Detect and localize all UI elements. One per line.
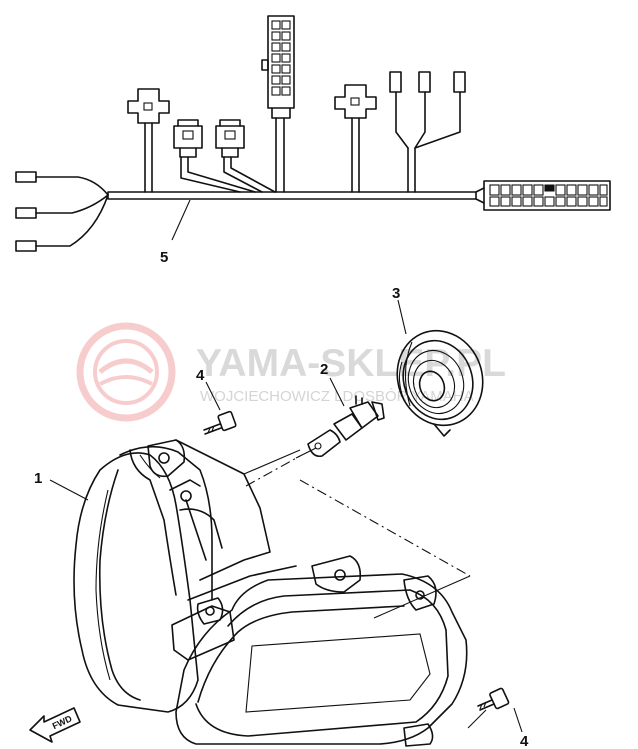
right-upper-bracket [311, 555, 362, 593]
left-leads [15, 171, 109, 252]
callout-3: 3 [392, 285, 400, 302]
watermark: YAMA-SKLEP.PL WOJCIECHOWICZ LDOSBÓR YAMA… [76, 322, 506, 422]
fwd-label: FWD [51, 713, 74, 731]
wire-harness [15, 15, 611, 252]
callout-4-bottom: 4 [520, 733, 529, 749]
callout-3-leader [397, 299, 407, 335]
callout-1-leader [49, 479, 89, 501]
branch-connector-d [334, 84, 377, 193]
callout-2-leader [329, 377, 345, 407]
dust-cover [396, 329, 484, 437]
screw-top [203, 410, 237, 435]
callout-4-top: 4 [196, 367, 205, 384]
center-body [175, 439, 271, 581]
callout-5-leader [171, 199, 191, 241]
branch-connector-fan [389, 71, 466, 193]
callout-1: 1 [34, 470, 42, 487]
branch-connector-b [173, 119, 256, 193]
fwd-arrow-icon: FWD [29, 707, 81, 743]
watermark-logo-icon [76, 322, 176, 422]
screw-bottom-leader [467, 709, 487, 729]
callout-2: 2 [320, 361, 328, 378]
callout-5: 5 [160, 249, 168, 266]
headlight-bulb [295, 395, 385, 459]
branch-connector-c [215, 119, 276, 193]
callout-4a-leader [205, 381, 221, 411]
branch-connector-tall [261, 15, 295, 193]
screw-bottom [477, 687, 510, 711]
watermark-title: YAMA-SKLEP.PL [196, 342, 506, 385]
harness-trunk [107, 191, 477, 200]
main-connector [475, 180, 611, 211]
branch-connector-a [127, 88, 170, 193]
left-upper-bracket [147, 439, 186, 478]
right-lens-body [175, 573, 468, 745]
left-lens-body [73, 452, 199, 713]
headlight-assembly [73, 439, 471, 747]
callout-4b-leader [513, 707, 523, 733]
